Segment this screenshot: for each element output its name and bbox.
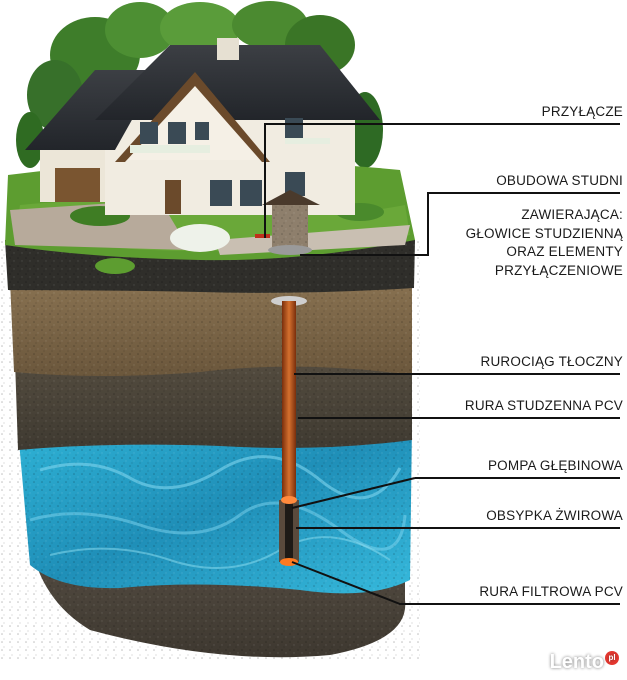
leader-pompa-diag: [291, 477, 416, 509]
label-obsypka-zwirowa: OBSYPKA ŻWIROWA: [486, 508, 623, 523]
well-housing: [255, 190, 320, 255]
label-zawierajaca-line3: ORAZ ELEMENTY: [506, 244, 623, 259]
label-rura-filtrowa: RURA FILTROWA PCV: [479, 584, 623, 599]
label-zawierajaca-line2: GŁOWICE STUDZIENNĄ: [465, 225, 623, 241]
label-rurociag-tloczny: RUROCIĄG TŁOCZNY: [480, 354, 623, 369]
well-pipe: [271, 296, 307, 566]
house-illustration: [25, 38, 380, 215]
label-zawierajaca-line1: ZAWIERAJĄCA:: [521, 207, 623, 222]
label-obudowa-studni: OBUDOWA STUDNI: [496, 173, 623, 188]
leader-rura-filtrowa: [291, 561, 620, 605]
label-zawierajaca-line4: PRZYŁĄCZENIOWE: [494, 262, 623, 278]
label-zawierajaca: ZAWIERAJĄCA: GŁOWICE STUDZIENNĄ ORAZ ELE…: [466, 206, 623, 280]
label-rura-studzenna: RURA STUDZENNA PCV: [464, 398, 623, 413]
label-pompa-glebinowa: POMPA GŁĘBINOWA: [487, 458, 623, 473]
leader-obudowa: [300, 192, 620, 256]
leader-lines: [264, 123, 620, 605]
soil-column: [0, 240, 420, 660]
watermark-brand: Lento: [549, 651, 604, 673]
leader-przylacze: [264, 123, 620, 238]
label-przylacze: PRZYŁĄCZE: [541, 104, 623, 119]
watermark-suffix: pl: [605, 651, 619, 665]
